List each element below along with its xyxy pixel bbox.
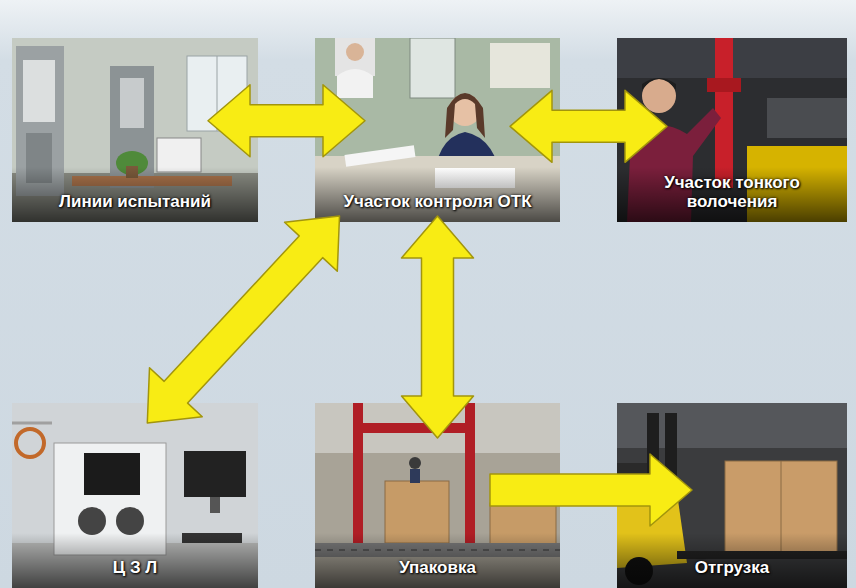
panel-caption: Линии испытаний: [59, 192, 211, 212]
photo-panel: Упаковка: [315, 403, 560, 588]
photo-panel: Отгрузка: [617, 403, 847, 588]
panel-caption: Ц З Л: [113, 558, 157, 578]
photo-panel: Участок тонкого волочения: [617, 38, 847, 222]
photo-panel: Участок контроля ОТК: [315, 38, 560, 222]
panel-caption: Участок тонкого волочения: [642, 173, 822, 212]
panel-caption: Участок контроля ОТК: [343, 192, 531, 212]
block-arrow: [208, 85, 365, 157]
panel-caption: Упаковка: [399, 558, 476, 578]
photo-panel: Линии испытаний: [12, 38, 258, 222]
panel-caption: Отгрузка: [695, 558, 769, 578]
block-arrow: [490, 454, 692, 526]
block-arrow: [510, 90, 667, 162]
block-arrow: [402, 216, 474, 438]
block-arrow: [147, 216, 339, 423]
photo-panel: Ц З Л: [12, 403, 258, 588]
lab-photo: [12, 403, 258, 588]
